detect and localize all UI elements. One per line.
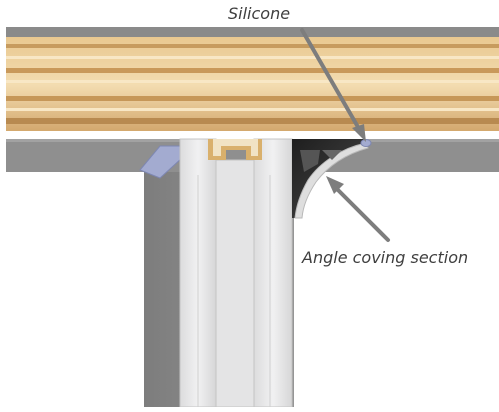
beam-groove-3: [6, 96, 499, 101]
label-angle-coving-section: Angle coving section: [302, 248, 469, 267]
panel-middle: [215, 159, 255, 408]
arrow-coving-line: [332, 184, 390, 242]
timber-beam: [6, 27, 499, 134]
beam-highlight-3: [6, 108, 499, 111]
callout-arrows: [300, 28, 390, 242]
arrow-coving-head: [326, 176, 344, 194]
panel-right: [253, 138, 293, 408]
beam-groove-1: [6, 44, 499, 48]
beam-groove-2: [6, 68, 499, 73]
beam-highlight-2: [6, 80, 499, 83]
beam-highlight-1: [6, 56, 499, 59]
beam-groove-4: [6, 118, 499, 124]
label-silicone: Silicone: [228, 4, 291, 23]
beam-bottom-edge: [6, 131, 499, 134]
coving-rib-1: [300, 150, 320, 172]
silicone-bead-right: [360, 139, 372, 147]
beam-body: [6, 37, 499, 133]
coving-rib-2: [322, 150, 342, 160]
beam-top-edge: [6, 27, 499, 37]
arrow-silicone-head: [352, 124, 366, 142]
arrow-silicone-line: [300, 28, 364, 136]
angle-coving: [292, 139, 369, 219]
panel-channel-inner: [213, 139, 258, 156]
panel-profile: [179, 138, 293, 408]
